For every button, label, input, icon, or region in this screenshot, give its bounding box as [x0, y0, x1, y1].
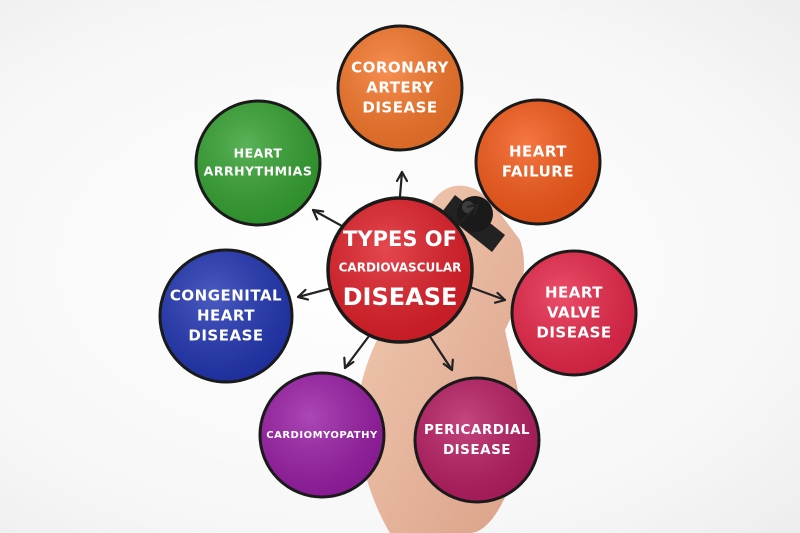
node-label-line: ARRHYTHMIAS	[204, 164, 313, 179]
node-label-line: VALVE	[547, 304, 601, 322]
center-node: TYPES OF CARDIOVASCULAR DISEASE	[326, 196, 474, 344]
arrow-head-heart-failure	[466, 203, 480, 216]
node-label-line: DISEASE	[443, 442, 511, 458]
node-label-line: ARTERY	[366, 79, 434, 97]
node-shine	[339, 27, 461, 149]
node-shine	[416, 379, 538, 501]
node-label-line: CORONARY	[351, 59, 449, 77]
node-shine	[477, 101, 599, 223]
outer-nodes: CORONARY ARTERY DISEASE HEART FAILURE HEART VA…	[158, 24, 638, 504]
node-shine	[513, 252, 635, 374]
center-label-line: CARDIOVASCULAR	[339, 261, 462, 275]
node-label-line: DISEASE	[188, 327, 263, 345]
arrow-head-coronary-artery-disease	[395, 170, 409, 183]
node-label-line: HEART	[234, 146, 283, 161]
arrow-line-heart-failure	[457, 203, 480, 226]
arrow-line-coronary-artery-disease	[398, 170, 404, 198]
node-shine	[161, 251, 291, 381]
arrow-head-cardiomyopathy	[343, 356, 355, 370]
arrow-line-cardiomyopathy	[343, 335, 370, 370]
connector-arrows	[296, 170, 507, 372]
node-label-line: HEART	[509, 143, 567, 161]
arrow-line-pericardial-disease	[429, 336, 454, 372]
node-label-line: HEART	[197, 307, 255, 325]
node-pericardial-disease: PERICARDIAL DISEASE	[413, 376, 541, 504]
node-shine	[197, 102, 319, 224]
center-label-line: DISEASE	[343, 283, 458, 311]
node-label-line: CONGENITAL	[170, 287, 282, 305]
center-label-line: TYPES OF	[343, 227, 457, 251]
arrow-head-congenital-heart-disease	[296, 288, 310, 301]
node-label-line: HEART	[545, 284, 603, 302]
arrow-line-heart-arrhythmias	[311, 208, 343, 227]
node-shine	[261, 374, 383, 496]
node-cardiomyopathy: CARDIOMYOPATHY	[258, 371, 386, 499]
arrow-head-heart-valve-disease	[493, 291, 507, 304]
node-label-line: DISEASE	[362, 99, 437, 117]
node-label-line: CARDIOMYOPATHY	[266, 430, 378, 441]
node-heart-failure: HEART FAILURE	[474, 98, 602, 226]
arrow-line-congenital-heart-disease	[296, 287, 330, 299]
center-shine	[330, 200, 470, 340]
node-label-line: DISEASE	[536, 324, 611, 342]
node-coronary-artery-disease: CORONARY ARTERY DISEASE	[336, 24, 464, 152]
arrow-head-heart-arrhythmias	[311, 208, 325, 221]
arrow-head-pericardial-disease	[442, 358, 454, 372]
node-heart-valve-disease: HEART VALVE DISEASE	[510, 249, 638, 377]
arrow-line-heart-valve-disease	[470, 286, 507, 302]
node-heart-arrhythmias: HEART ARRHYTHMIAS	[194, 99, 322, 227]
node-label-line: PERICARDIAL	[424, 422, 530, 438]
node-congenital-heart-disease: CONGENITAL HEART DISEASE	[158, 248, 294, 384]
node-label-line: FAILURE	[502, 163, 574, 181]
